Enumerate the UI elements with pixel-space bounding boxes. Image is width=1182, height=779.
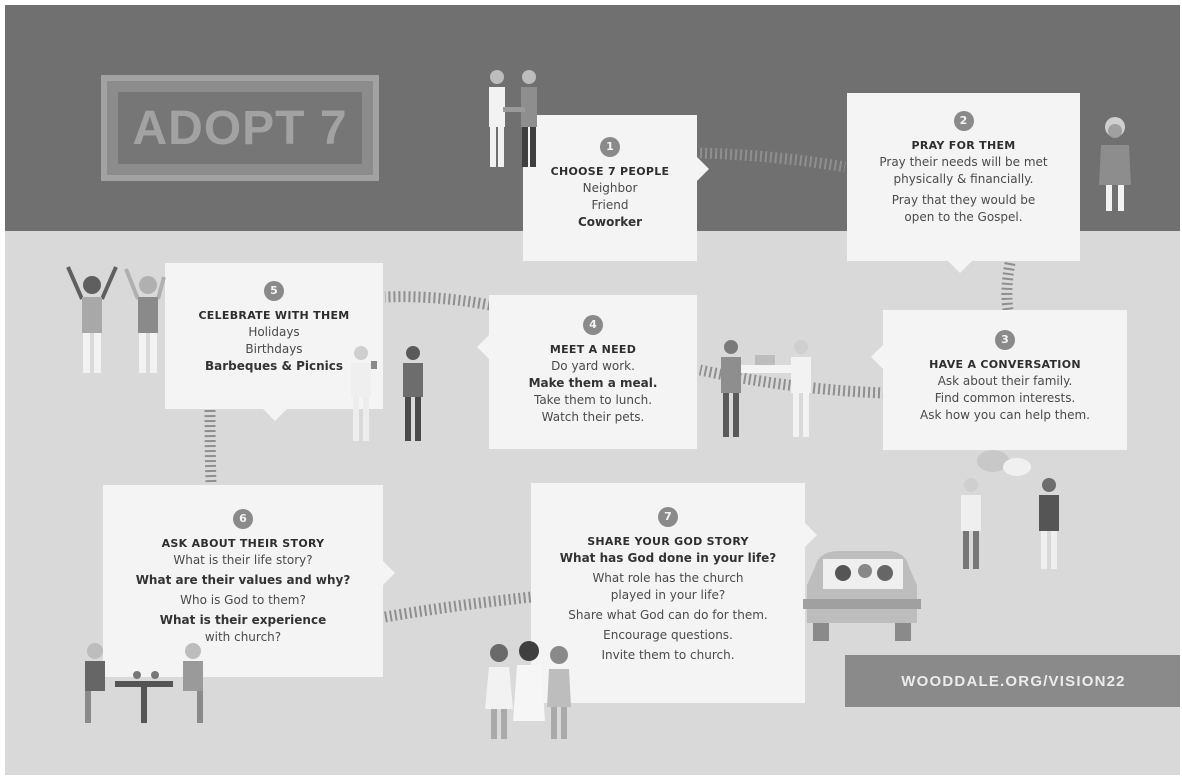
step-line: Who is God to them?: [180, 593, 306, 607]
step-number: 2: [953, 111, 974, 131]
step-line: Birthdays: [245, 342, 303, 356]
card-pointer: [871, 345, 883, 369]
step-title: PRAY FOR THEM: [911, 139, 1016, 152]
step-line: Pray that they would be: [891, 193, 1036, 207]
connector-5-6: [204, 409, 217, 486]
step-line: open to the Gospel.: [904, 210, 1023, 224]
step-title: ASK ABOUT THEIR STORY: [161, 537, 325, 550]
cheering-people-illustration: [66, 266, 166, 373]
step-card-1: 1 CHOOSE 7 PEOPLE Neighbor Friend Cowork…: [523, 115, 697, 261]
website-url-banner: WOODDALE.ORG/VISION22: [845, 655, 1180, 707]
step-line: physically & financially.: [893, 172, 1034, 186]
table-people-illustration: [85, 643, 203, 723]
card-pointer: [697, 157, 709, 181]
step-line: Ask about their family.: [937, 374, 1073, 388]
step-line: Do yard work.: [551, 359, 635, 373]
step-line: Share what God can do for them.: [568, 608, 768, 622]
step-card-4: 4 MEET A NEED Do yard work. Make them a …: [489, 295, 697, 449]
praying-woman-illustration: [1099, 117, 1131, 211]
connector-2-3: [1001, 261, 1016, 311]
step-line: What has God done in your life?: [559, 551, 777, 565]
step-number: 5: [264, 281, 284, 301]
step-line: What role has the church: [592, 571, 744, 585]
step-line: Make them a meal.: [528, 376, 658, 390]
step-title: MEET A NEED: [549, 343, 637, 356]
step-title: CELEBRATE WITH THEM: [198, 309, 350, 322]
step-card-6: 6 ASK ABOUT THEIR STORY What is their li…: [103, 485, 383, 677]
car-people-illustration: [803, 551, 921, 641]
talking-people-illustration: [961, 450, 1059, 569]
connector-6-7: [384, 591, 533, 623]
step-number: 7: [658, 507, 678, 527]
step-line: Coworker: [577, 215, 642, 229]
step-number: 1: [600, 137, 620, 157]
step-line: Encourage questions.: [603, 628, 733, 642]
card-pointer: [477, 335, 489, 359]
step-line: What is their life story?: [173, 553, 313, 567]
helping-people-illustration: [721, 340, 811, 437]
step-line: Barbeques & Picnics: [204, 359, 344, 373]
infographic: ADOPT 7 1 CHOOSE 7 PEOPLE Neighbor Frien…: [5, 5, 1180, 775]
step-line: Take them to lunch.: [533, 393, 653, 407]
step-title: HAVE A CONVERSATION: [929, 358, 1081, 371]
card-pointer: [383, 561, 395, 585]
step-number: 6: [233, 509, 253, 529]
step-line: Find common interests.: [934, 391, 1076, 405]
walking-people-illustration: [351, 346, 423, 441]
step-card-2: 2 PRAY FOR THEM Pray their needs will be…: [847, 93, 1080, 261]
card-pointer: [805, 523, 817, 547]
page-title: ADOPT 7: [118, 92, 362, 164]
card-pointer: [263, 409, 287, 421]
card-pointer: [948, 261, 972, 273]
handshake-people-illustration: [489, 70, 537, 167]
step-card-5: 5 CELEBRATE WITH THEM Holidays Birthdays…: [165, 263, 383, 409]
step-line: played in your life?: [610, 588, 726, 602]
connector-4-5: [384, 291, 491, 311]
step-card-7: 7 SHARE YOUR GOD STORY What has God done…: [531, 483, 805, 703]
step-line: Invite them to church.: [601, 648, 735, 662]
step-line: Holidays: [248, 325, 300, 339]
step-line: with church?: [204, 630, 282, 644]
step-number: 4: [583, 315, 603, 335]
step-card-3: 3 HAVE A CONVERSATION Ask about their fa…: [883, 310, 1127, 450]
step-line: Ask how you can help them.: [920, 408, 1090, 422]
step-line: Friend: [591, 198, 629, 212]
connector-1-2: [699, 147, 846, 173]
title-frame: ADOPT 7: [101, 75, 379, 181]
step-line: Pray their needs will be met: [879, 155, 1048, 169]
step-line: What is their experience: [159, 613, 327, 627]
step-line: Watch their pets.: [541, 410, 645, 424]
step-title: CHOOSE 7 PEOPLE: [550, 165, 670, 178]
step-number: 3: [995, 330, 1015, 350]
group-women-illustration: [485, 641, 571, 739]
step-title: SHARE YOUR GOD STORY: [587, 535, 749, 548]
step-line: What are their values and why?: [135, 573, 351, 587]
step-line: Neighbor: [582, 181, 638, 195]
